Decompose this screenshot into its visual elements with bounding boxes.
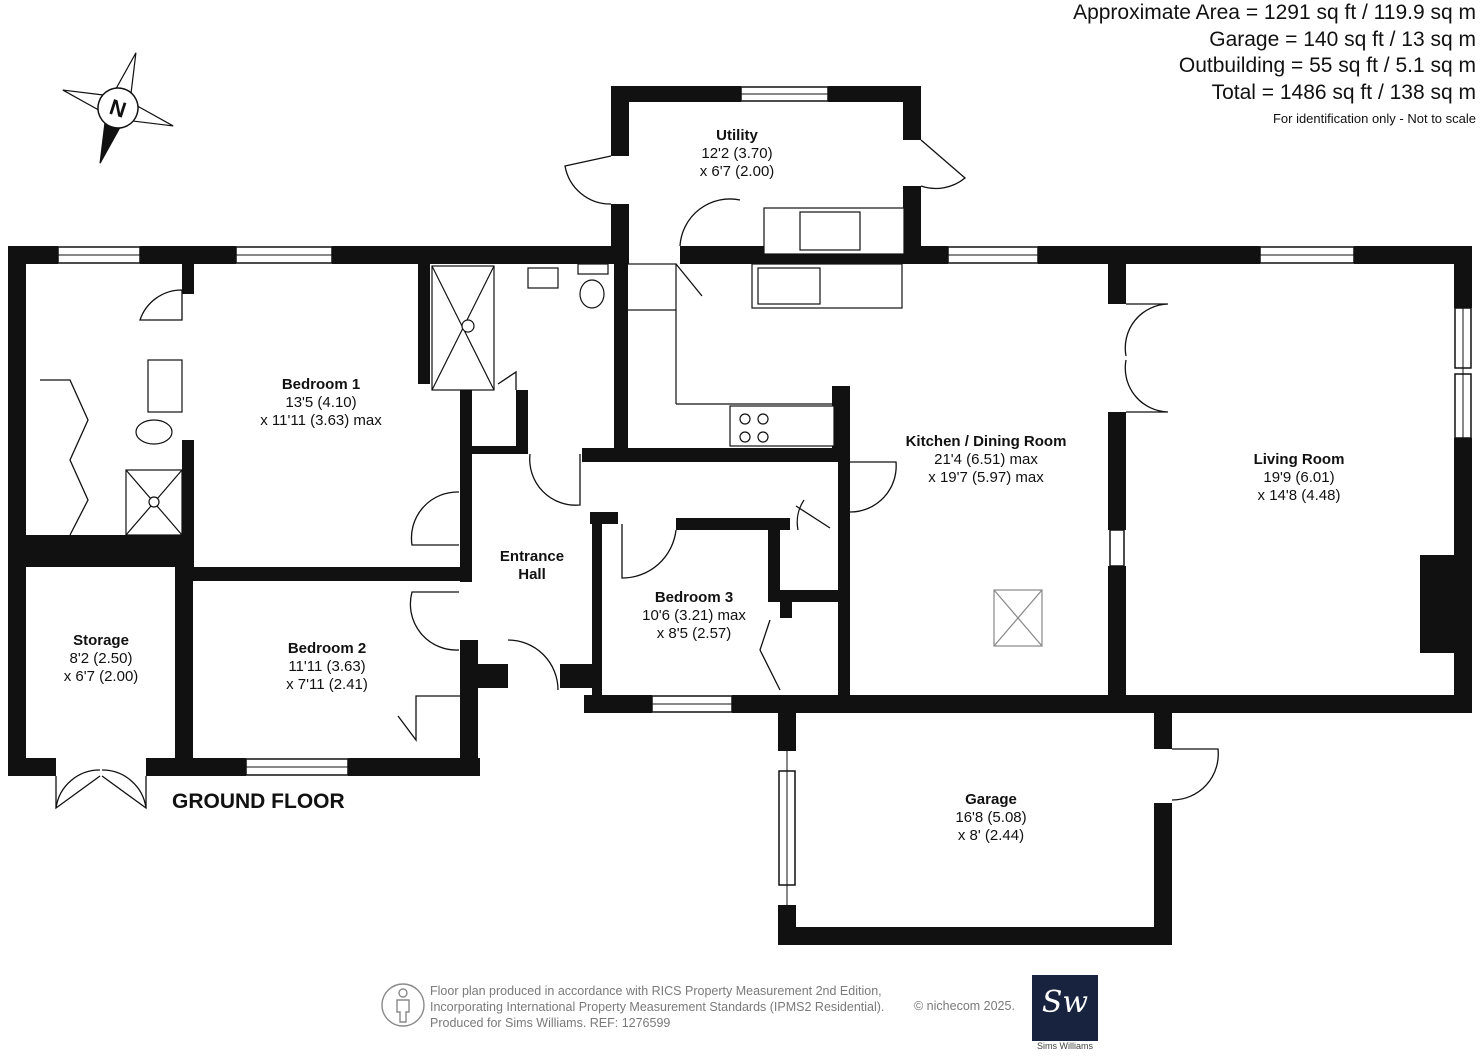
room-garage: Garage 16'8 (5.08) x 8' (2.44)	[955, 791, 1026, 845]
room-name: Living Room	[1253, 451, 1345, 468]
fixtures	[125, 207, 1043, 647]
door-swings	[40, 139, 1219, 810]
walls	[8, 86, 1472, 945]
room-dim: 16'8 (5.08)	[955, 809, 1027, 826]
compass-label: N	[106, 94, 129, 123]
room-dim: 12'2 (3.70)	[701, 145, 773, 162]
identification-note: For identification only - Not to scale	[1272, 111, 1476, 126]
room-name: Kitchen / Dining Room	[905, 433, 1067, 450]
accessibility-person-icon	[381, 983, 425, 1027]
room-utility: Utility 12'2 (3.70) x 6'7 (2.00)	[700, 127, 775, 181]
room-name: Utility	[716, 127, 758, 144]
room-dim: x 19'7 (5.97) max	[928, 469, 1044, 486]
logo-name: Sims Williams	[1037, 1041, 1093, 1051]
room-dim: 10'6 (3.21) max	[642, 607, 746, 624]
room-name: Bedroom 2	[287, 640, 367, 657]
logo-monogram: Sw	[1041, 985, 1089, 1020]
total-area: Total = 1486 sq ft / 138 sq m	[1211, 80, 1476, 104]
footer-notes: Floor plan produced in accordance with R…	[430, 983, 884, 1031]
room-dim: x 7'11 (2.41)	[286, 676, 368, 693]
room-dim: x 11'11 (3.63) max	[260, 412, 382, 429]
room-dim: x 14'8 (4.48)	[1257, 487, 1341, 504]
room-name: Garage	[965, 791, 1017, 808]
room-entrance-hall: Entrance Hall	[500, 548, 564, 584]
room-bedroom-3: Bedroom 3 10'6 (3.21) max x 8'5 (2.57)	[642, 589, 746, 643]
room-name: Bedroom 3	[654, 589, 734, 606]
room-name: Entrance	[499, 548, 565, 565]
area-summary: Approximate Area = 1291 sq ft / 119.9 sq…	[1073, 0, 1476, 130]
room-dim: x 8' (2.44)	[957, 827, 1025, 844]
footer-line: Produced for Sims Williams. REF: 1276599	[430, 1016, 671, 1030]
room-bedroom-1: Bedroom 1 13'5 (4.10) x 11'11 (3.63) max	[260, 376, 382, 430]
room-bedroom-2: Bedroom 2 11'11 (3.63) x 7'11 (2.41)	[286, 640, 368, 694]
room-dim: 19'9 (6.01)	[1263, 469, 1335, 486]
room-dim: 13'5 (4.10)	[285, 394, 357, 411]
room-name: Bedroom 1	[281, 376, 361, 393]
room-name: Storage	[73, 632, 129, 649]
approximate-area: Approximate Area = 1291 sq ft / 119.9 sq…	[1073, 1, 1476, 24]
window-lines	[58, 93, 1464, 905]
room-kitchen-dining: Kitchen / Dining Room 21'4 (6.51) max x …	[906, 433, 1067, 487]
room-storage: Storage 8'2 (2.50) x 6'7 (2.00)	[64, 632, 139, 686]
room-dim: 8'2 (2.50)	[69, 650, 133, 667]
room-dim: x 6'7 (2.00)	[699, 163, 775, 180]
room-name: Hall	[518, 566, 546, 583]
room-dim: 11'11 (3.63)	[288, 658, 366, 675]
sims-williams-logo: Sw	[1032, 975, 1098, 1041]
floor-label: GROUND FLOOR	[172, 790, 345, 813]
footer-line: Floor plan produced in accordance with R…	[430, 984, 882, 998]
outbuilding-area: Outbuilding = 55 sq ft / 5.1 sq m	[1178, 54, 1476, 77]
room-dim: x 6'7 (2.00)	[63, 668, 139, 685]
room-living: Living Room 19'9 (6.01) x 14'8 (4.48)	[1254, 451, 1345, 505]
room-dim: x 8'5 (2.57)	[656, 625, 732, 642]
copyright-text: © nichecom 2025.	[914, 999, 1015, 1013]
garage-area: Garage = 140 sq ft / 13 sq m	[1209, 27, 1476, 51]
footer-line: Incorporating International Property Mea…	[430, 1000, 885, 1014]
room-dim: 21'4 (6.51) max	[934, 451, 1038, 468]
compass-icon: N	[62, 52, 174, 164]
